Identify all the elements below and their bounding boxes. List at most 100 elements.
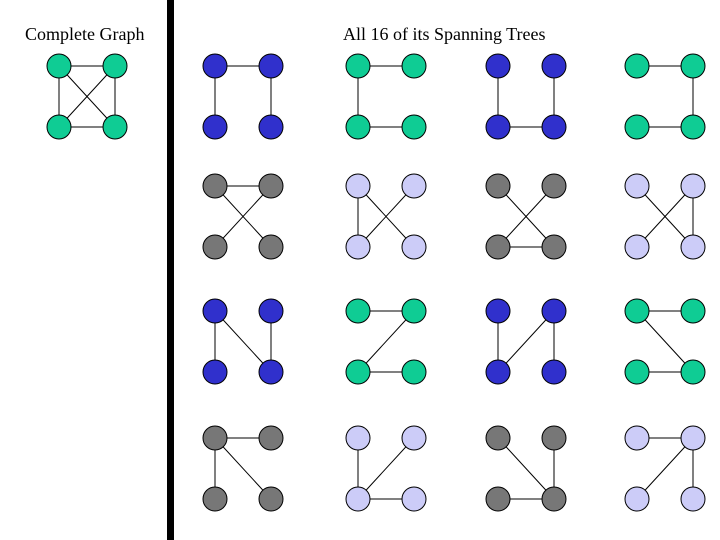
edge-tr-bl bbox=[357, 437, 415, 500]
vertex-bl bbox=[485, 359, 511, 385]
spanning-tree-11 bbox=[485, 298, 567, 385]
vertex-tr bbox=[541, 53, 567, 79]
vertex-tl bbox=[485, 425, 511, 451]
vertex-tr bbox=[401, 425, 427, 451]
complete-graph bbox=[46, 53, 128, 140]
vertex-br bbox=[680, 114, 706, 140]
vertex-br bbox=[680, 486, 706, 512]
vertex-tr bbox=[401, 53, 427, 79]
vertex-br bbox=[258, 486, 284, 512]
spanning-tree-4 bbox=[624, 53, 706, 140]
edge-tl-br bbox=[214, 310, 272, 373]
vertex-bl bbox=[202, 359, 228, 385]
vertex-tr bbox=[258, 298, 284, 324]
spanning-tree-7 bbox=[485, 173, 567, 260]
spanning-tree-1 bbox=[202, 53, 284, 140]
edge-tl-br bbox=[497, 437, 555, 500]
edge-tl-br bbox=[214, 437, 272, 500]
spanning-tree-10 bbox=[345, 298, 427, 385]
vertex-tr bbox=[680, 53, 706, 79]
vertex-tl bbox=[485, 53, 511, 79]
vertex-tl bbox=[202, 425, 228, 451]
vertex-tl bbox=[345, 53, 371, 79]
edge-tr-bl bbox=[497, 310, 555, 373]
vertex-br bbox=[401, 486, 427, 512]
vertex-bl bbox=[345, 359, 371, 385]
vertex-bl bbox=[345, 114, 371, 140]
vertex-tr bbox=[102, 53, 128, 79]
edge-tr-bl bbox=[58, 65, 116, 128]
vertex-tr bbox=[541, 425, 567, 451]
vertex-tl bbox=[202, 53, 228, 79]
vertex-bl bbox=[624, 486, 650, 512]
spanning-tree-9 bbox=[202, 298, 284, 385]
vertex-tr bbox=[541, 173, 567, 199]
vertex-br bbox=[401, 114, 427, 140]
vertex-br bbox=[258, 114, 284, 140]
vertex-bl bbox=[485, 114, 511, 140]
spanning-tree-13 bbox=[202, 425, 284, 512]
vertex-tl bbox=[624, 425, 650, 451]
vertex-bl bbox=[624, 359, 650, 385]
vertex-tr bbox=[680, 173, 706, 199]
vertex-br bbox=[258, 234, 284, 260]
edge-tl-br bbox=[636, 310, 694, 373]
vertex-bl bbox=[202, 234, 228, 260]
edge-tr-bl bbox=[357, 310, 415, 373]
vertex-bl bbox=[202, 114, 228, 140]
vertex-tl bbox=[624, 298, 650, 324]
vertex-br bbox=[401, 359, 427, 385]
vertex-bl bbox=[202, 486, 228, 512]
vertex-tl bbox=[46, 53, 72, 79]
vertex-tl bbox=[485, 298, 511, 324]
vertex-br bbox=[401, 234, 427, 260]
edge-tr-bl bbox=[214, 185, 272, 248]
vertex-bl bbox=[485, 486, 511, 512]
vertex-tl bbox=[485, 173, 511, 199]
vertex-tl bbox=[202, 298, 228, 324]
vertex-bl bbox=[485, 234, 511, 260]
vertex-br bbox=[258, 359, 284, 385]
vertex-tl bbox=[624, 53, 650, 79]
vertex-br bbox=[541, 114, 567, 140]
vertex-tr bbox=[258, 425, 284, 451]
spanning-tree-3 bbox=[485, 53, 567, 140]
complete-graph-heading: Complete Graph bbox=[25, 24, 145, 44]
spanning-tree-16 bbox=[624, 425, 706, 512]
vertex-bl bbox=[345, 486, 371, 512]
vertex-br bbox=[541, 359, 567, 385]
spanning-tree-14 bbox=[345, 425, 427, 512]
vertex-br bbox=[680, 234, 706, 260]
vertex-tr bbox=[401, 298, 427, 324]
vertex-tr bbox=[680, 298, 706, 324]
vertex-tr bbox=[401, 173, 427, 199]
vertex-br bbox=[541, 486, 567, 512]
vertex-br bbox=[102, 114, 128, 140]
edge-tr-bl bbox=[497, 185, 555, 248]
spanning-tree-5 bbox=[202, 173, 284, 260]
vertex-tr bbox=[680, 425, 706, 451]
vertex-tr bbox=[541, 298, 567, 324]
vertex-tl bbox=[624, 173, 650, 199]
spanning-tree-8 bbox=[624, 173, 706, 260]
vertex-br bbox=[541, 234, 567, 260]
vertex-tl bbox=[345, 425, 371, 451]
edge-tr-bl bbox=[357, 185, 415, 248]
spanning-tree-12 bbox=[624, 298, 706, 385]
vertex-bl bbox=[46, 114, 72, 140]
vertical-divider bbox=[167, 0, 174, 540]
vertex-tl bbox=[202, 173, 228, 199]
spanning-tree-15 bbox=[485, 425, 567, 512]
vertex-bl bbox=[345, 234, 371, 260]
vertex-tr bbox=[258, 173, 284, 199]
edge-tr-bl bbox=[636, 437, 694, 500]
vertex-br bbox=[680, 359, 706, 385]
spanning-trees-heading: All 16 of its Spanning Trees bbox=[343, 24, 546, 44]
spanning-tree-2 bbox=[345, 53, 427, 140]
spanning-tree-6 bbox=[345, 173, 427, 260]
vertex-bl bbox=[624, 114, 650, 140]
edge-tr-bl bbox=[636, 185, 694, 248]
vertex-tl bbox=[345, 173, 371, 199]
vertex-tr bbox=[258, 53, 284, 79]
